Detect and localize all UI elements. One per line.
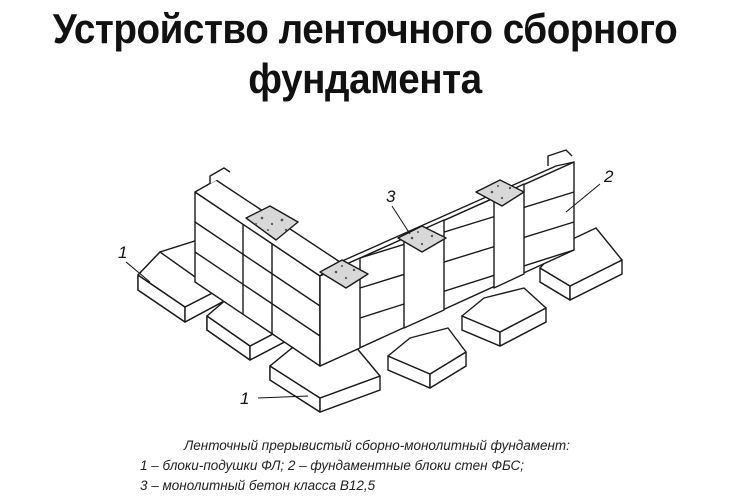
pad-right-1 (387, 327, 467, 389)
label-pad-left: 1 (118, 243, 127, 262)
title-line-1: Устройство ленточного сборного (52, 5, 678, 52)
pad-left-1 (137, 239, 227, 323)
caption-line-2: 1 – блоки-подушки ФЛ; 2 – фундаментные б… (140, 458, 525, 473)
pad-right-2 (461, 287, 547, 347)
wall-right (319, 149, 575, 367)
title-line-2: фундамента (248, 55, 482, 102)
label-concrete: 3 (386, 187, 396, 206)
pad-right-3 (539, 227, 623, 301)
page-title: Устройство ленточного сборного фундамент… (29, 4, 701, 104)
caption-line-1: Ленточный прерывистый сборно-монолитный … (184, 438, 570, 453)
pad-corner (269, 339, 381, 413)
concrete-texture (255, 185, 512, 280)
leader-lines (125, 183, 601, 399)
label-pad-bottom: 1 (240, 389, 249, 408)
caption-line-3: 3 – монолитный бетон класса В12,5 (140, 478, 376, 493)
figure-caption: Ленточный прерывистый сборно-монолитный … (140, 436, 680, 496)
label-wall-block: 2 (603, 167, 614, 186)
